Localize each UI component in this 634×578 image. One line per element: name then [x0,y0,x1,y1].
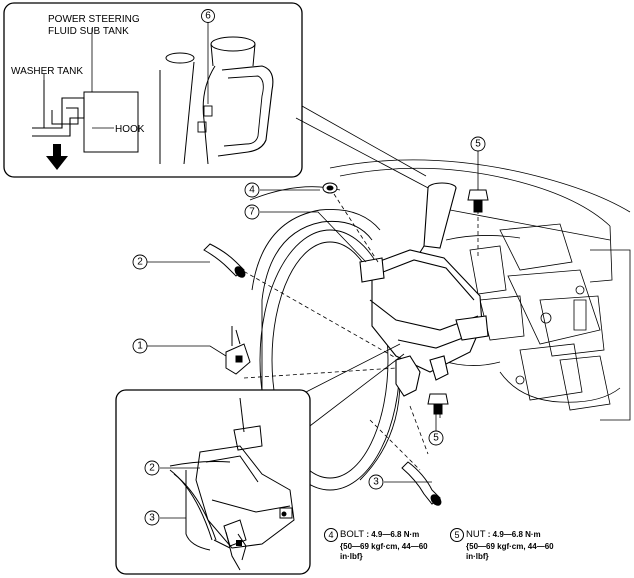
washer-hose-part [203,243,246,278]
washer-tank [359,182,489,397]
fluid-sub-tank-label: FLUID SUB TANK [48,26,129,37]
callout-2: 2 [132,254,148,270]
pump-detail-inset: 2 3 [115,343,405,575]
inset-callout-2: 2 [144,460,160,476]
pump-connector-part [225,326,251,375]
svg-text:2: 2 [137,257,143,268]
down-arrow-icon [46,144,68,170]
nut-bottom-part [427,393,449,415]
bolt-spec-kind: BOLT [340,529,365,540]
svg-text:7: 7 [249,207,255,218]
callout-7: 7 [244,204,260,220]
callout-6: 6 [205,11,211,22]
nut-spec-number: 5 [450,528,464,542]
bolt-spec-kgf: {50—69 kgf·cm, 44—60 [340,542,428,551]
nut-top-part [467,189,489,213]
svg-text:3: 3 [149,513,155,524]
hook-label: HOOK [115,124,145,135]
washer-hose-3-part [401,461,442,506]
bolt-spec-inlbf: in·lbf} [340,552,363,561]
callout-5-top: 5 [470,136,486,152]
svg-text:5: 5 [475,139,481,150]
svg-text:1: 1 [137,341,143,352]
nut-spec-kind: NUT [466,529,486,540]
svg-text:4: 4 [249,185,255,196]
svg-text:3: 3 [373,477,379,488]
washer-tank-label: WASHER TANK [11,66,83,77]
nut-spec-kgf: {50—69 kgf·cm, 44—60 [466,542,554,551]
bolt-spec-torque: : 4.9—6.8 N·m [366,530,420,540]
bolt-part [322,182,338,194]
hook-detail-inset: POWER STEERING FLUID SUB TANK WASHER TAN… [3,2,303,178]
svg-text:5: 5 [433,433,439,444]
inset-callout-3: 3 [144,510,160,526]
nut-spec-torque: : 4.9—6.8 N·m [487,530,541,540]
callout-4: 4 [244,182,260,198]
callout-3: 3 [368,474,384,490]
svg-text:2: 2 [149,463,155,474]
callout-5-bottom: 5 [428,430,444,446]
nut-spec-inlbf: in·lbf} [466,552,489,561]
callout-1: 1 [132,338,148,354]
power-steering-label: POWER STEERING [48,14,140,25]
bolt-spec-number: 4 [324,528,338,542]
